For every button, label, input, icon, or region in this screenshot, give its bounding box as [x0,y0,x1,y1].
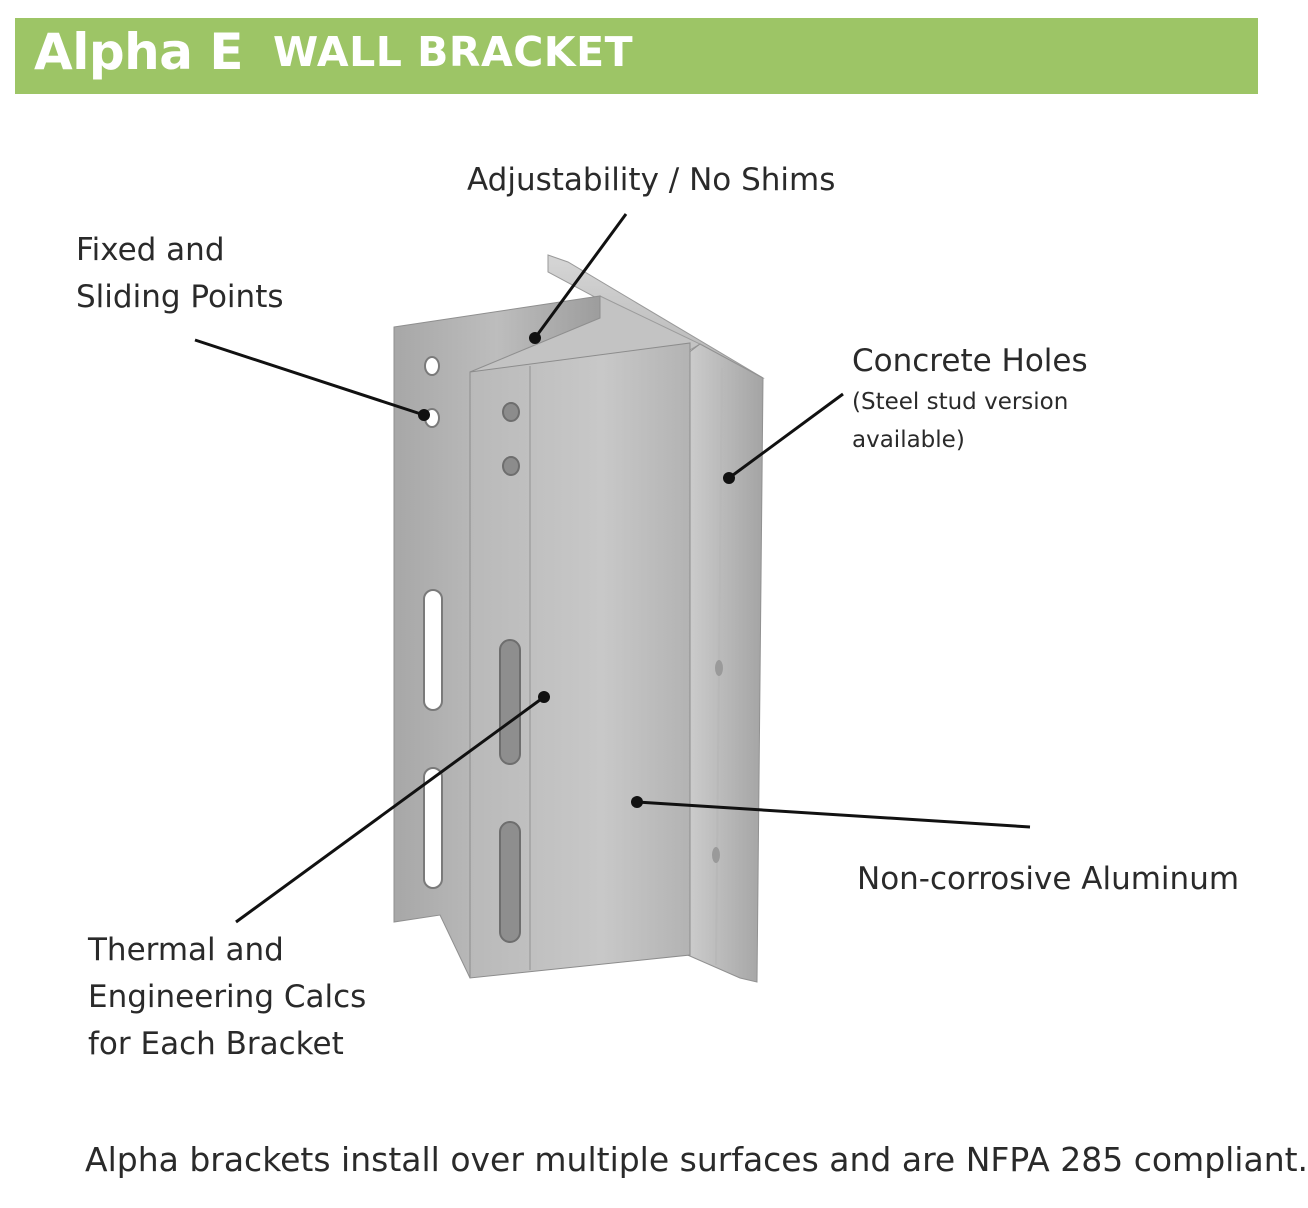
product-name: Alpha E [34,23,244,81]
label-calcs: Thermal and Engineering Calcs for Each B… [88,927,366,1068]
leader-adjustability [533,213,628,339]
label-fixed-sliding-line-1: Fixed and [76,232,225,268]
callout-lines [194,213,1031,924]
label-concrete-note-line-1: (Steel stud version [852,389,1069,415]
marker-concrete-holes [723,472,735,484]
leader-calcs [235,695,545,924]
footer-statement: Alpha brackets install over multiple sur… [85,1140,1308,1179]
marker-calcs [538,691,550,703]
label-calcs-line-3: for Each Bracket [88,1026,344,1062]
bracket-diagram [194,213,1031,983]
product-subtitle: WALL BRACKET [273,28,634,76]
marker-adjustability [529,332,541,344]
header-bar [15,18,1258,94]
label-concrete-note: (Steel stud version available) [852,383,1068,459]
leader-fixed-sliding [194,338,425,417]
label-calcs-line-1: Thermal and [88,932,284,968]
label-calcs-line-2: Engineering Calcs [88,979,367,1015]
aluminum-bracket [393,254,765,983]
page-title: Alpha E WALL BRACKET [34,14,633,90]
label-material: Non-corrosive Aluminum [857,861,1240,897]
label-adjustability: Adjustability / No Shims [467,162,836,198]
label-concrete-holes: Concrete Holes [852,343,1088,379]
label-fixed-sliding: Fixed and Sliding Points [76,227,284,321]
leader-concrete-holes [728,392,844,480]
marker-fixed-sliding [418,409,430,421]
leader-material [636,800,1031,829]
label-concrete-note-line-2: available) [852,427,965,453]
label-fixed-sliding-line-2: Sliding Points [76,279,284,315]
marker-material [631,796,643,808]
